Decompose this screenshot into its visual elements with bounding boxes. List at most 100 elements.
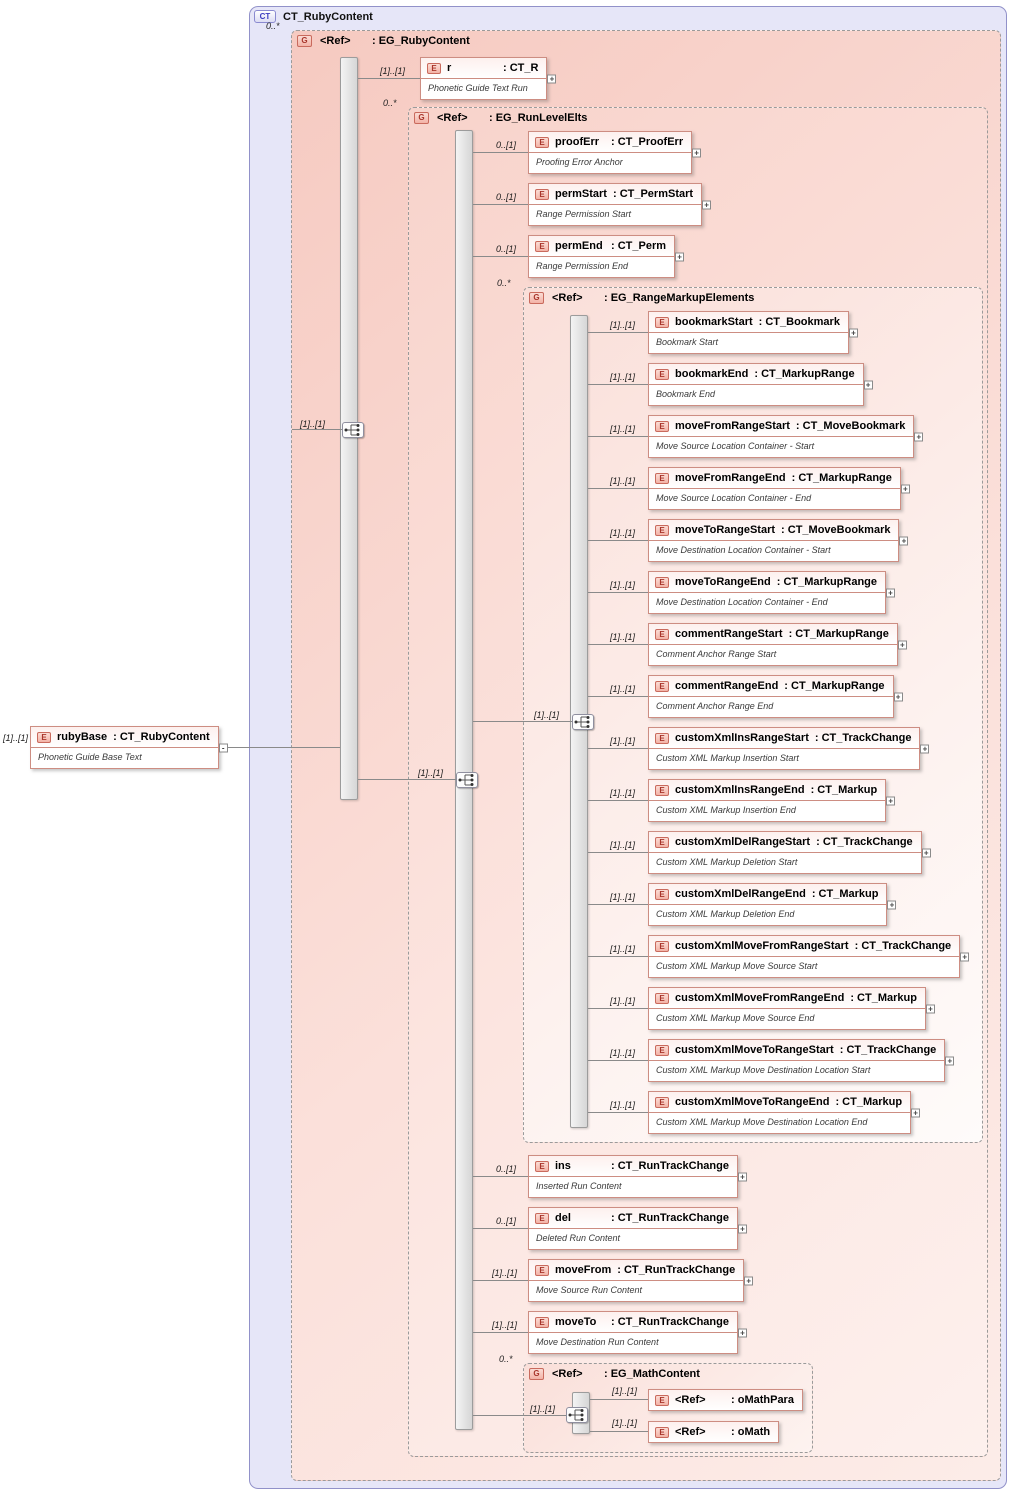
element-bookmarkEnd: [1]..[1] E bookmarkEnd : CT_MarkupRange … <box>588 363 873 406</box>
element-badge: E <box>535 241 549 252</box>
element-badge: E <box>655 369 669 380</box>
element-badge: E <box>655 317 669 328</box>
element-box-customXmlMoveToRangeEnd[interactable]: E customXmlMoveToRangeEnd : CT_Markup Cu… <box>648 1091 921 1134</box>
expand-icon[interactable]: + <box>887 900 897 909</box>
element-annotation: Move Source Run Content <box>536 1285 643 1295</box>
expand-icon[interactable]: + <box>692 148 702 157</box>
element-box-del[interactable]: E del : CT_RunTrackChange Deleted Run Co… <box>528 1207 747 1250</box>
connector-line <box>292 429 342 430</box>
expand-icon[interactable]: + <box>921 848 931 857</box>
connector-line <box>588 852 648 853</box>
expand-icon[interactable]: + <box>960 952 970 961</box>
expand-icon[interactable]: + <box>893 692 903 701</box>
element-box-bookmarkStart[interactable]: E bookmarkStart : CT_Bookmark Bookmark S… <box>648 311 858 354</box>
element-annotation: Range Permission End <box>536 261 629 271</box>
cardinality-label: 0..[1] <box>496 192 517 202</box>
expand-icon[interactable]: + <box>702 200 712 209</box>
element-box-moveFromRangeStart[interactable]: E moveFromRangeStart : CT_MoveBookmark M… <box>648 415 924 458</box>
element-box-commentRangeEnd[interactable]: E commentRangeEnd : CT_MarkupRange Comme… <box>648 675 903 718</box>
expand-icon[interactable]: + <box>920 744 930 753</box>
connector-line <box>588 1112 648 1113</box>
element-ins: 0..[1] E ins : CT_RunTrackChange Inserte… <box>473 1155 747 1198</box>
element-box-oMathPara[interactable]: E <Ref> : oMathPara <box>648 1389 803 1411</box>
element-name: commentRangeStart <box>675 628 783 640</box>
connector-line <box>473 1332 528 1333</box>
element-name: ins <box>555 1160 571 1172</box>
element-type: : CT_Markup <box>850 992 917 1004</box>
element-permStart: 0..[1] E permStart : CT_PermStart Range … <box>473 183 712 226</box>
element-box-moveFromRangeEnd[interactable]: E moveFromRangeEnd : CT_MarkupRange Move… <box>648 467 910 510</box>
element-name: moveFromRangeEnd <box>675 472 786 484</box>
cardinality-label: [1]..[1] <box>610 892 636 902</box>
element-box-customXmlDelRangeStart[interactable]: E customXmlDelRangeStart : CT_TrackChang… <box>648 831 931 874</box>
expand-icon[interactable]: + <box>737 1224 747 1233</box>
element-type: : CT_MarkupRange <box>784 680 885 692</box>
element-box-customXmlInsRangeEnd[interactable]: E customXmlInsRangeEnd : CT_Markup Custo… <box>648 779 896 822</box>
element-box-customXmlMoveFromRangeStart[interactable]: E customXmlMoveFromRangeStart : CT_Track… <box>648 935 970 978</box>
expand-icon[interactable]: + <box>737 1172 747 1181</box>
expand-icon[interactable]: + <box>945 1056 955 1065</box>
element-box-moveFrom[interactable]: E moveFrom : CT_RunTrackChange Move Sour… <box>528 1259 754 1302</box>
element-badge: E <box>37 732 51 743</box>
element-annotation: Comment Anchor Range End <box>656 701 774 711</box>
group-badge: G <box>529 292 544 304</box>
expand-icon[interactable]: + <box>900 484 910 493</box>
element-type: : CT_Markup <box>811 888 879 900</box>
element-annotation: Inserted Run Content <box>536 1181 622 1191</box>
element-box-moveToRangeEnd[interactable]: E moveToRangeEnd : CT_MarkupRange Move D… <box>648 571 896 614</box>
element-type: : CT_RubyContent <box>113 731 210 743</box>
occurs-label: 0..* <box>266 21 280 31</box>
expand-icon[interactable]: + <box>675 252 685 261</box>
element-box-r[interactable]: E r : CT_R Phonetic Guide Text Run + <box>420 57 557 100</box>
element-type: : CT_MoveBookmark <box>781 524 891 536</box>
expand-icon[interactable]: + <box>886 588 896 597</box>
connector-line <box>358 779 456 780</box>
connector-line <box>588 384 648 385</box>
expand-icon[interactable]: + <box>911 1108 921 1117</box>
element-name: customXmlInsRangeEnd <box>675 784 805 796</box>
element-del: 0..[1] E del : CT_RunTrackChange Deleted… <box>473 1207 747 1250</box>
element-badge: E <box>655 733 669 744</box>
element-name: permStart <box>555 188 607 200</box>
connector-line <box>590 1431 648 1432</box>
element-box-customXmlMoveFromRangeEnd[interactable]: E customXmlMoveFromRangeEnd : CT_Markup … <box>648 987 935 1030</box>
expand-icon[interactable]: + <box>848 328 858 337</box>
element-box-ins[interactable]: E ins : CT_RunTrackChange Inserted Run C… <box>528 1155 747 1198</box>
cardinality-label: [1]..[1] <box>610 424 636 434</box>
element-box-permEnd[interactable]: E permEnd : CT_Perm Range Permission End… <box>528 235 685 278</box>
expand-icon[interactable]: + <box>744 1276 754 1285</box>
expand-icon[interactable]: + <box>914 432 924 441</box>
expand-icon[interactable]: + <box>863 380 873 389</box>
element-box-commentRangeStart[interactable]: E commentRangeStart : CT_MarkupRange Com… <box>648 623 907 666</box>
element-box-customXmlDelRangeEnd[interactable]: E customXmlDelRangeEnd : CT_Markup Custo… <box>648 883 897 926</box>
element-box-moveTo[interactable]: E moveTo : CT_RunTrackChange Move Destin… <box>528 1311 747 1354</box>
element-box-bookmarkEnd[interactable]: E bookmarkEnd : CT_MarkupRange Bookmark … <box>648 363 873 406</box>
expand-icon[interactable]: + <box>886 796 896 805</box>
element-name: customXmlMoveToRangeStart <box>675 1044 834 1056</box>
occurs-label: 0..* <box>499 1354 513 1364</box>
element-name: customXmlMoveToRangeEnd <box>675 1096 830 1108</box>
element-box-oMath[interactable]: E <Ref> : oMath <box>648 1421 780 1443</box>
collapse-icon[interactable]: - <box>218 743 228 752</box>
expand-icon[interactable]: + <box>897 640 907 649</box>
element-badge: E <box>655 1427 669 1438</box>
element-box-proofErr[interactable]: E proofErr : CT_ProofErr Proofing Error … <box>528 131 702 174</box>
element-box-customXmlMoveToRangeStart[interactable]: E customXmlMoveToRangeStart : CT_TrackCh… <box>648 1039 955 1082</box>
occurs-label: 0..* <box>497 278 511 288</box>
expand-icon[interactable]: + <box>547 74 557 83</box>
element-box-rubyBase[interactable]: E rubyBase : CT_RubyContent Phonetic Gui… <box>30 726 228 769</box>
element-type: : CT_Perm <box>611 240 667 252</box>
element-proofErr: 0..[1] E proofErr : CT_ProofErr Proofing… <box>473 131 702 174</box>
element-box-moveToRangeStart[interactable]: E moveToRangeStart : CT_MoveBookmark Mov… <box>648 519 909 562</box>
expand-icon[interactable]: + <box>737 1328 747 1337</box>
element-type: : CT_RunTrackChange <box>611 1316 729 1328</box>
expand-icon[interactable]: + <box>925 1004 935 1013</box>
element-type: : CT_RunTrackChange <box>617 1264 736 1276</box>
element-box-permStart[interactable]: E permStart : CT_PermStart Range Permiss… <box>528 183 712 226</box>
element-box-customXmlInsRangeStart[interactable]: E customXmlInsRangeStart : CT_TrackChang… <box>648 727 930 770</box>
element-badge: E <box>655 681 669 692</box>
connector-line <box>473 1228 528 1229</box>
element-type: : CT_PermStart <box>612 188 694 200</box>
element-annotation: Move Destination Location Container - En… <box>656 597 828 607</box>
expand-icon[interactable]: + <box>899 536 909 545</box>
